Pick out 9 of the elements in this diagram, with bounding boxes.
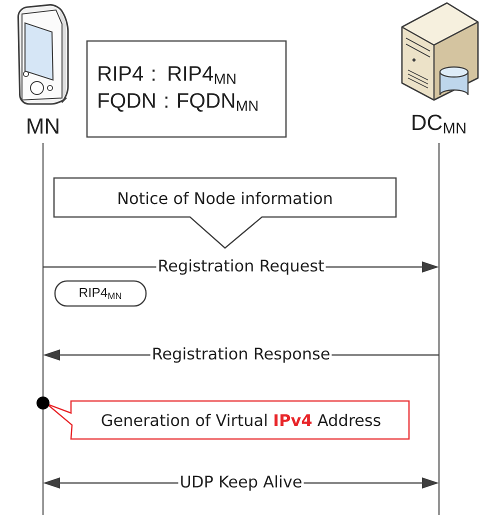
callout-box: Notice of Node information: [53, 177, 397, 249]
callout-box: Generation of Virtual IPv4 Address: [44, 400, 410, 440]
node-label: MN: [28, 118, 58, 134]
info-box: RIP4 : RIP4$_{MN}$ FQDN : FQDN$_{MN}$: [86, 40, 287, 138]
pill-box: RIP4$_{MN}$: [54, 280, 147, 307]
node-label: DC$_{MN}$: [412, 114, 466, 134]
edge-label: Registration Response: [150, 346, 332, 364]
edge-label: UDP Keep Alive: [178, 474, 304, 492]
edge-label: Registration Request: [156, 258, 326, 276]
